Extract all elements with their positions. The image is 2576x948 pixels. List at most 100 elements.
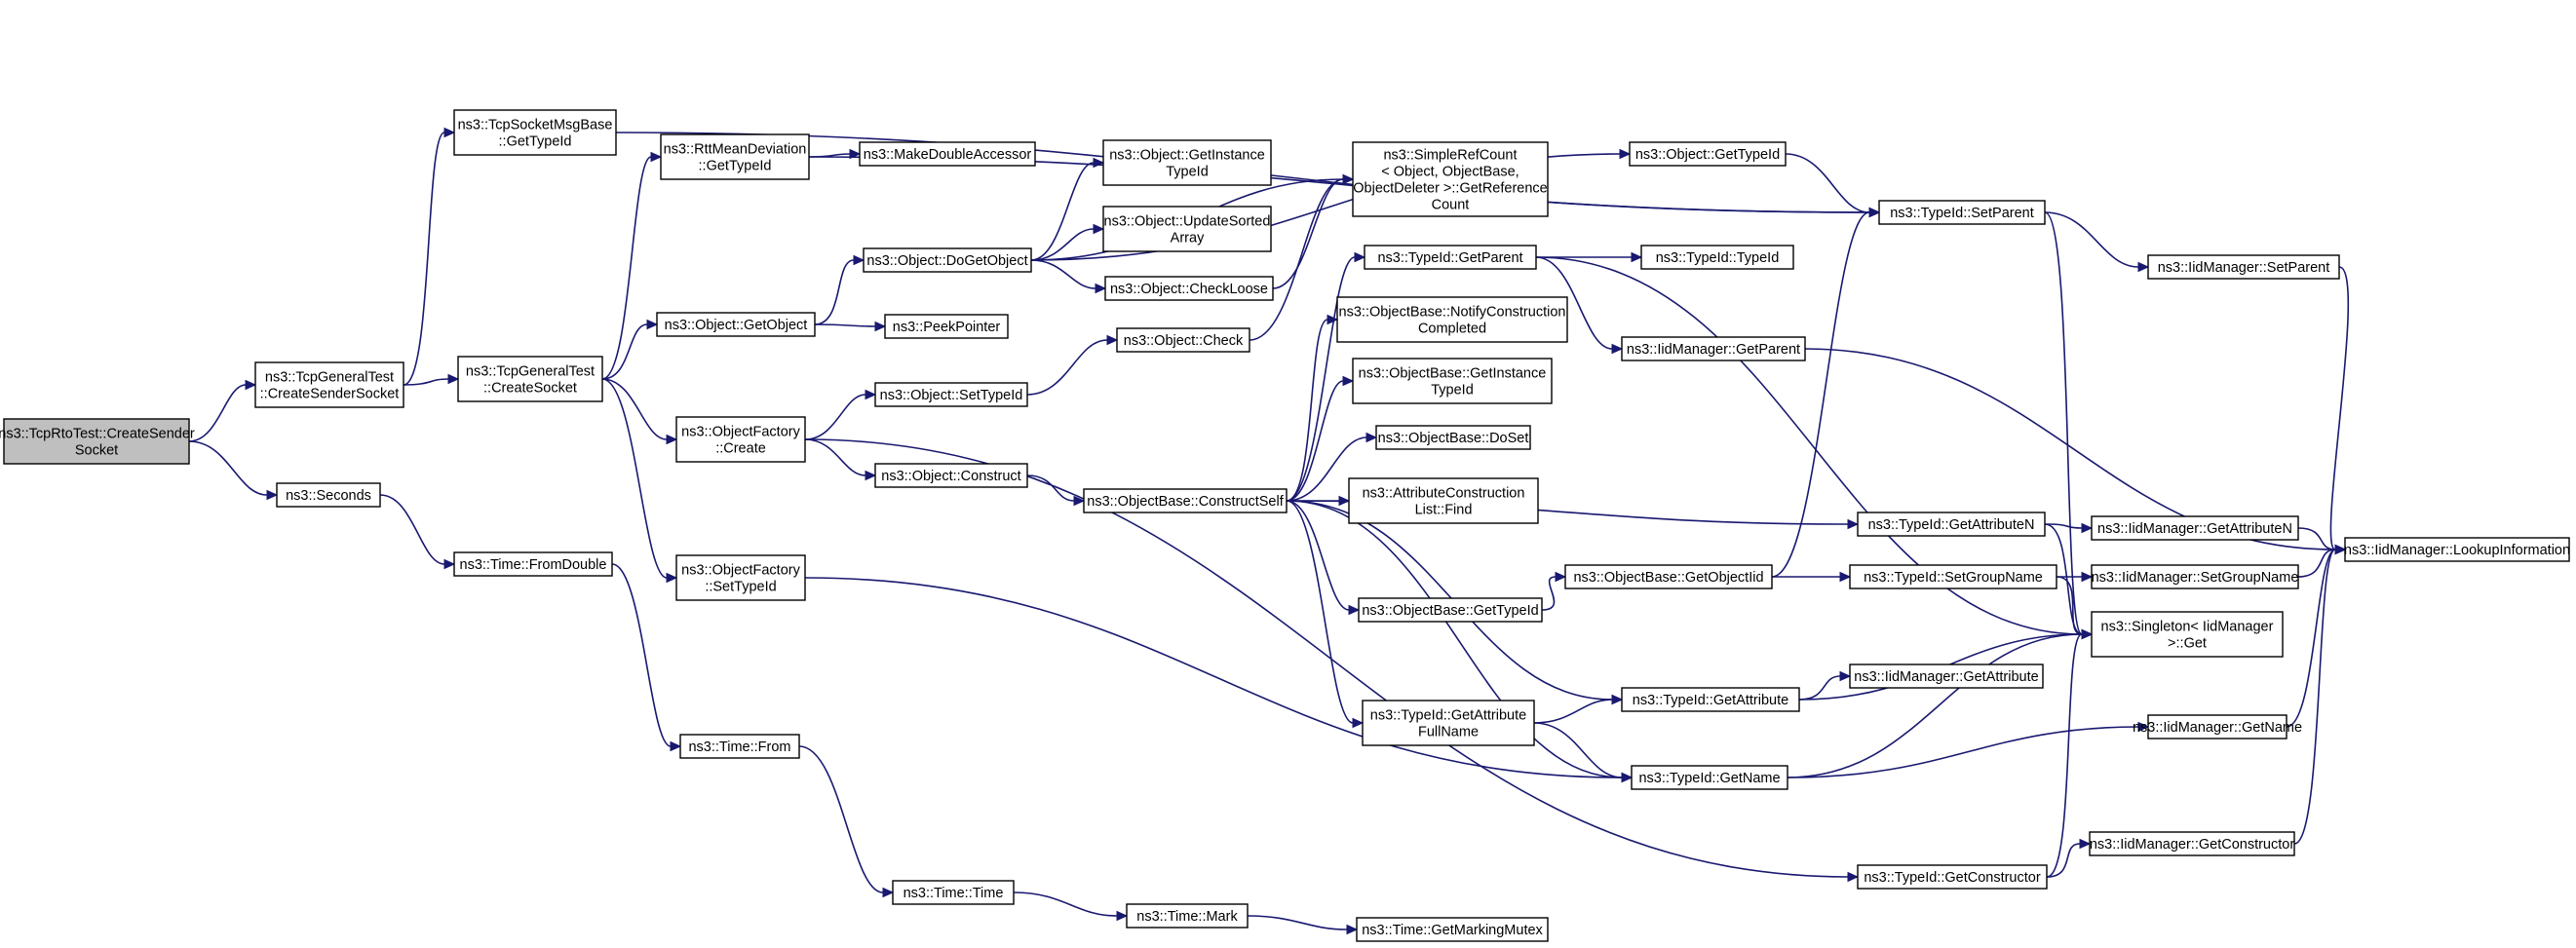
node-label: ns3::Time::Mark bbox=[1136, 909, 1238, 925]
edge-arrowhead bbox=[2081, 571, 2094, 583]
node-label: ObjectDeleter >::GetReference bbox=[1353, 180, 1547, 196]
node-typeid-getconstructor[interactable]: ns3::TypeId::GetConstructor bbox=[1857, 864, 2048, 890]
edge-arrowhead bbox=[1847, 518, 1860, 530]
node-of-settypeid[interactable]: ns3::ObjectFactory::SetTypeId bbox=[675, 554, 806, 601]
node-obj-gettypeid[interactable]: ns3::Object::GetTypeId bbox=[1629, 141, 1787, 167]
node-root[interactable]: ns3::TcpRtoTest::CreateSenderSocket bbox=[0, 418, 195, 465]
node-label: ns3::TypeId::GetAttribute bbox=[1370, 707, 1526, 723]
node-box bbox=[1102, 139, 1272, 186]
node-box bbox=[3, 418, 190, 465]
node-label: ns3::IidManager::SetParent bbox=[2158, 260, 2330, 276]
node-iid-getattributen[interactable]: ns3::IidManager::GetAttributeN bbox=[2091, 515, 2299, 541]
edge-arrowhead bbox=[1095, 283, 1107, 294]
node-tcpgen-sender[interactable]: ns3::TcpGeneralTest::CreateSenderSocket bbox=[254, 361, 404, 408]
node-ob-gettypeid[interactable]: ns3::ObjectBase::GetTypeId bbox=[1358, 597, 1543, 623]
node-msgbase[interactable]: ns3::TcpSocketMsgBase::GetTypeId bbox=[453, 109, 617, 156]
node-getobject[interactable]: ns3::Object::GetObject bbox=[656, 312, 816, 337]
node-typeid-typeid[interactable]: ns3::TypeId::TypeId bbox=[1640, 245, 1794, 270]
node-notifyconstruct[interactable]: ns3::ObjectBase::NotifyConstructionCompl… bbox=[1336, 296, 1568, 343]
edge-tcpgen-socket-to-rtt bbox=[601, 156, 652, 380]
edge-arrowhead bbox=[666, 572, 678, 584]
node-ob-doset[interactable]: ns3::ObjectBase::DoSet bbox=[1375, 425, 1531, 450]
node-time-from[interactable]: ns3::Time::From bbox=[679, 734, 800, 759]
node-label: ns3::MakeDoubleAccessor bbox=[864, 147, 1032, 163]
node-obj-construct[interactable]: ns3::Object::Construct bbox=[874, 463, 1028, 488]
node-markingmutex[interactable]: ns3::Time::GetMarkingMutex bbox=[1356, 917, 1549, 942]
node-typeid-setgroupname[interactable]: ns3::TypeId::SetGroupName bbox=[1849, 564, 2057, 589]
node-label: >::Get bbox=[2168, 635, 2207, 651]
node-iid-setgroupname[interactable]: ns3::IidManager::SetGroupName bbox=[2091, 564, 2299, 589]
edge-iid-getconstructor-to-lookupinfo bbox=[2293, 549, 2336, 845]
edge-seconds-to-fromdouble bbox=[379, 494, 445, 565]
edge-obj-settypeid-to-obj-check bbox=[1026, 339, 1108, 396]
edge-dogetobject-to-getinstance bbox=[1030, 162, 1095, 261]
edge-arrowhead bbox=[443, 127, 456, 138]
node-obj-check[interactable]: ns3::Object::Check bbox=[1116, 327, 1250, 353]
edge-typeid-getattributen-to-iid-getattributen bbox=[2044, 523, 2083, 529]
node-label: ns3::PeekPointer bbox=[893, 320, 1001, 335]
node-iid-getattribute[interactable]: ns3::IidManager::GetAttribute bbox=[1849, 664, 2044, 689]
node-obj-settypeid[interactable]: ns3::Object::SetTypeId bbox=[874, 382, 1028, 407]
node-label: ns3::ObjectBase::ConstructSelf bbox=[1087, 494, 1284, 510]
node-makedouble[interactable]: ns3::MakeDoubleAccessor bbox=[859, 141, 1036, 167]
node-getobjectiid[interactable]: ns3::ObjectBase::GetObjectIid bbox=[1564, 564, 1773, 589]
node-rtt[interactable]: ns3::RttMeanDeviation::GetTypeId bbox=[660, 133, 810, 180]
node-peekpointer[interactable]: ns3::PeekPointer bbox=[884, 314, 1009, 339]
node-typeid-getname[interactable]: ns3::TypeId::GetName bbox=[1631, 765, 1788, 790]
node-time-mark[interactable]: ns3::Time::Mark bbox=[1126, 903, 1249, 929]
node-fromdouble[interactable]: ns3::Time::FromDouble bbox=[453, 551, 613, 577]
node-iid-getconstructor[interactable]: ns3::IidManager::GetConstructor bbox=[2089, 831, 2295, 856]
node-box bbox=[2147, 254, 2340, 280]
edge-of-create-to-obj-settypeid bbox=[804, 394, 866, 440]
node-label: ns3::IidManager::LookupInformation bbox=[2344, 543, 2570, 558]
node-label: ::GetTypeId bbox=[699, 158, 772, 173]
edge-constructself-to-ob-getinstance bbox=[1286, 380, 1344, 502]
edge-arrowhead bbox=[666, 434, 678, 445]
node-iid-getparent[interactable]: ns3::IidManager::GetParent bbox=[1621, 336, 1806, 361]
edge-obj-check-to-simpleref bbox=[1249, 178, 1344, 341]
node-label: ns3::Object::Check bbox=[1124, 333, 1244, 349]
node-box bbox=[1375, 425, 1531, 450]
node-box bbox=[1352, 141, 1549, 217]
node-iid-getname[interactable]: ns3::IidManager::GetName bbox=[2133, 714, 2302, 739]
node-time-time[interactable]: ns3::Time::Time bbox=[892, 880, 1015, 905]
edge-arrowhead bbox=[2081, 522, 2094, 534]
node-box bbox=[884, 314, 1009, 339]
edge-arrowhead bbox=[1839, 670, 1852, 682]
node-box bbox=[675, 554, 806, 601]
edge-arrowhead bbox=[1326, 314, 1339, 325]
edge-root-to-seconds bbox=[188, 440, 268, 496]
node-typeid-getattribute[interactable]: ns3::TypeId::GetAttribute bbox=[1621, 687, 1800, 712]
node-singleton[interactable]: ns3::Singleton< IidManager>::Get bbox=[2091, 611, 2284, 658]
node-label: ns3::TcpSocketMsgBase bbox=[458, 117, 613, 133]
node-label: ::Create bbox=[715, 440, 766, 456]
node-simpleref[interactable]: ns3::SimpleRefCount< Object, ObjectBase,… bbox=[1352, 141, 1549, 217]
node-label: ns3::ObjectBase::GetObjectIid bbox=[1573, 570, 1763, 586]
edge-arrowhead bbox=[2079, 838, 2092, 850]
node-dogetobject[interactable]: ns3::Object::DoGetObject bbox=[863, 247, 1032, 273]
edge-tcpgen-socket-to-of-settypeid bbox=[601, 378, 668, 579]
edge-arrowhead bbox=[1093, 157, 1105, 169]
node-checkloose[interactable]: ns3::Object::CheckLoose bbox=[1104, 276, 1274, 301]
node-seconds[interactable]: ns3::Seconds bbox=[276, 482, 381, 508]
node-typeid-getparent[interactable]: ns3::TypeId::GetParent bbox=[1364, 245, 1537, 270]
node-label: ns3::ObjectFactory bbox=[681, 562, 800, 578]
node-box bbox=[863, 247, 1032, 273]
node-iid-setparent[interactable]: ns3::IidManager::SetParent bbox=[2147, 254, 2340, 280]
edge-arrowhead bbox=[2334, 544, 2347, 555]
node-label: ns3::IidManager::GetAttributeN bbox=[2097, 521, 2292, 537]
node-tcpgen-socket[interactable]: ns3::TcpGeneralTest::CreateSocket bbox=[457, 356, 603, 402]
edge-arrowhead bbox=[1342, 375, 1355, 387]
edge-getobject-to-dogetobject bbox=[814, 259, 855, 325]
node-typeid-getattributen[interactable]: ns3::TypeId::GetAttributeN bbox=[1857, 512, 2046, 537]
node-of-create[interactable]: ns3::ObjectFactory::Create bbox=[675, 416, 806, 463]
node-typeid-setparent[interactable]: ns3::TypeId::SetParent bbox=[1878, 200, 2046, 225]
node-lookupinfo[interactable]: ns3::IidManager::LookupInformation bbox=[2344, 537, 2570, 562]
node-constructself[interactable]: ns3::ObjectBase::ConstructSelf bbox=[1083, 488, 1288, 513]
node-label: ns3::Time::Time bbox=[904, 886, 1004, 901]
